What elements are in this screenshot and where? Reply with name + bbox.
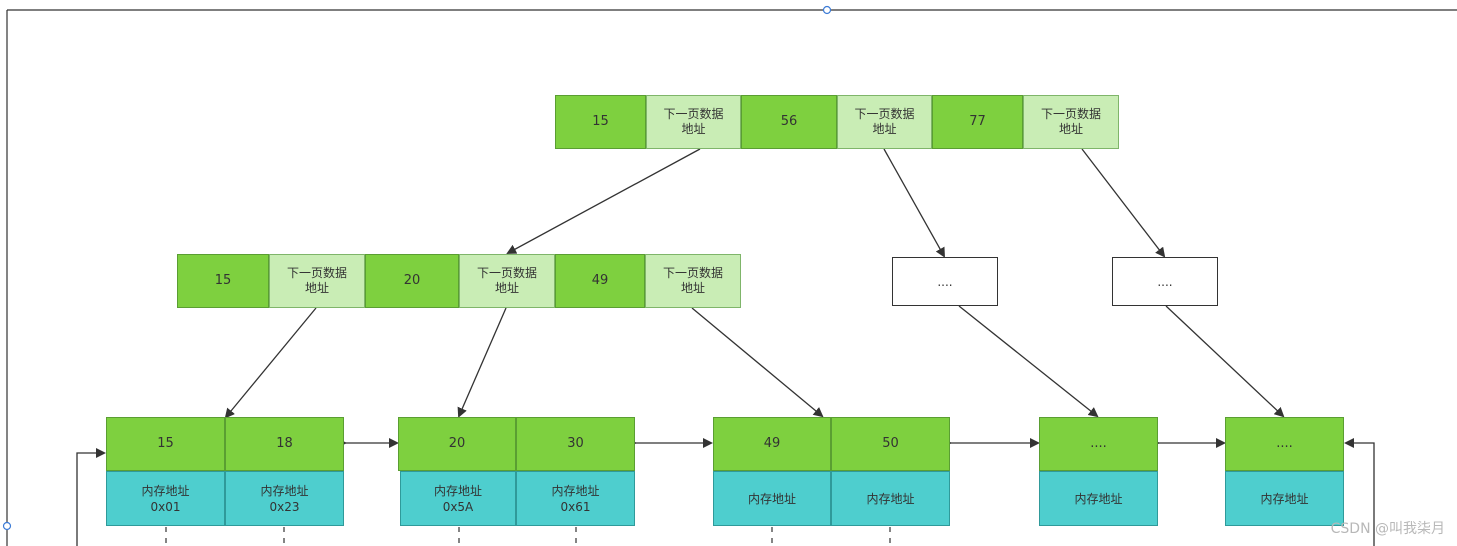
leaf-2-address-2[interactable]: 内存地址 0x61 xyxy=(516,471,635,526)
root-pointer-2[interactable]: 下一页数据 地址 xyxy=(837,95,932,149)
edge-placeholder-leaf-5 xyxy=(1165,305,1285,418)
root-pointer-1[interactable]: 下一页数据 地址 xyxy=(646,95,741,149)
leaf-4-key-1[interactable]: .... xyxy=(1039,417,1158,471)
leaf-5-address-1[interactable]: 内存地址 xyxy=(1225,471,1344,526)
root-key-2[interactable]: 56 xyxy=(741,95,837,149)
leaf-1-key-2[interactable]: 18 xyxy=(225,417,344,471)
edge-internal-leaf-3 xyxy=(691,307,824,418)
leaf-3-key-2[interactable]: 50 xyxy=(831,417,950,471)
frame-handle-top[interactable] xyxy=(822,5,832,15)
internal-pointer-2[interactable]: 下一页数据 地址 xyxy=(459,254,555,308)
root-key-1[interactable]: 15 xyxy=(555,95,646,149)
frame-handle-left[interactable] xyxy=(2,521,12,531)
internal-key-3[interactable]: 49 xyxy=(555,254,645,308)
leaf-5-key-1[interactable]: .... xyxy=(1225,417,1344,471)
internal-pointer-1[interactable]: 下一页数据 地址 xyxy=(269,254,365,308)
watermark: CSDN @叫我柒月 xyxy=(1330,521,1445,537)
leaf-2-key-1[interactable]: 20 xyxy=(398,417,516,471)
leaf-1-address-2[interactable]: 内存地址 0x23 xyxy=(225,471,344,526)
edge-root-placeholder-1 xyxy=(883,148,945,258)
wrap-arrow-left xyxy=(76,448,106,546)
edge-placeholder-leaf-4 xyxy=(958,305,1099,418)
placeholder-node-2[interactable]: .... xyxy=(1112,257,1218,306)
wrap-arrow-right xyxy=(1344,438,1375,546)
root-pointer-3[interactable]: 下一页数据 地址 xyxy=(1023,95,1119,149)
internal-pointer-3[interactable]: 下一页数据 地址 xyxy=(645,254,741,308)
edge-internal-leaf-1 xyxy=(224,307,317,419)
leaf-1-address-1[interactable]: 内存地址 0x01 xyxy=(106,471,225,526)
leaf-3-address-2[interactable]: 内存地址 xyxy=(831,471,950,526)
leaf-2-key-2[interactable]: 30 xyxy=(516,417,635,471)
leaf-4-address-1[interactable]: 内存地址 xyxy=(1039,471,1158,526)
internal-key-1[interactable]: 15 xyxy=(177,254,269,308)
edge-root-placeholder-2 xyxy=(1081,148,1166,258)
edge-root-internal xyxy=(506,148,701,254)
leaf-1-key-1[interactable]: 15 xyxy=(106,417,225,471)
placeholder-node-1[interactable]: .... xyxy=(892,257,998,306)
root-key-3[interactable]: 77 xyxy=(932,95,1023,149)
leaf-2-address-1[interactable]: 内存地址 0x5A xyxy=(400,471,516,526)
edge-internal-leaf-2 xyxy=(457,307,507,418)
leaf-3-key-1[interactable]: 49 xyxy=(713,417,831,471)
internal-key-2[interactable]: 20 xyxy=(365,254,459,308)
leaf-3-address-1[interactable]: 内存地址 xyxy=(713,471,831,526)
